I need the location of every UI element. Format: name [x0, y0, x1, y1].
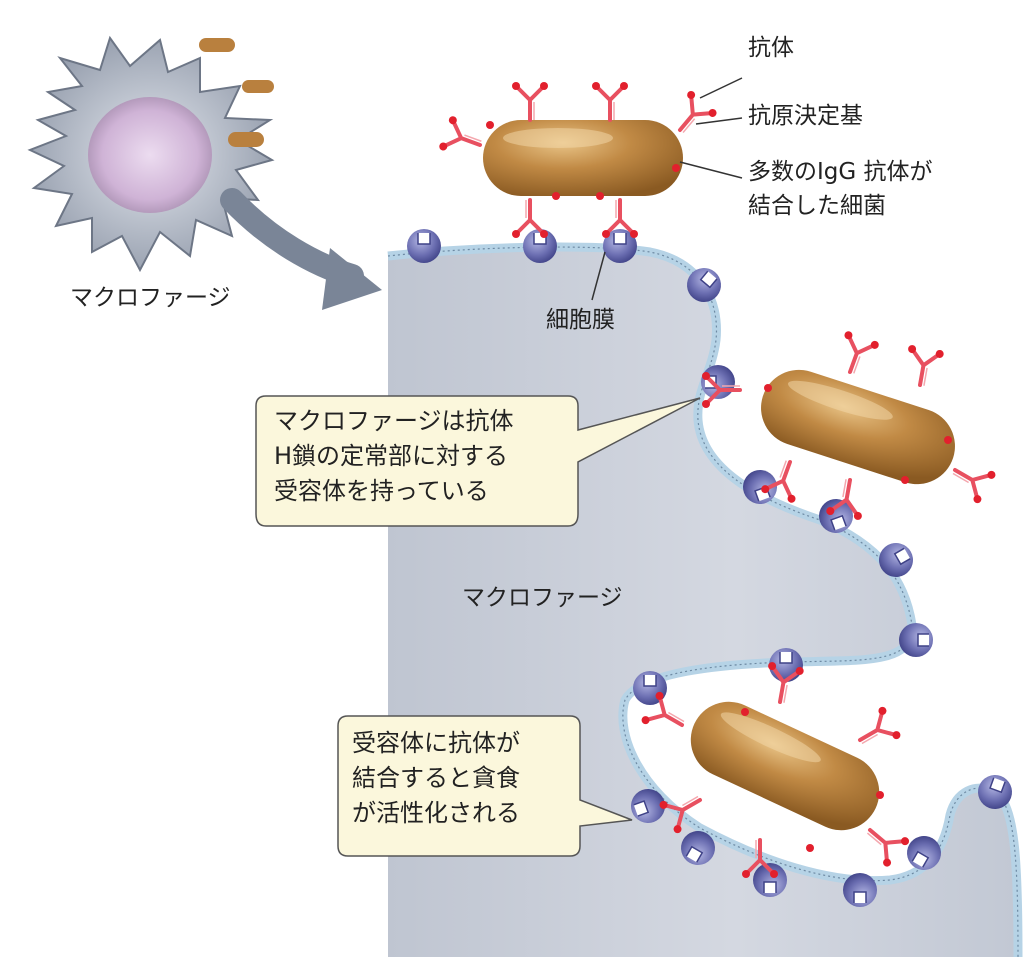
callout-activation-text: 受容体に抗体が 結合すると貪食 が活性化される — [352, 726, 520, 830]
callout-receptor-line: 受容体を持っている — [274, 476, 489, 505]
arrow-head — [322, 248, 382, 310]
callout-activation-line: 結合すると貪食 — [352, 763, 520, 792]
callout-activation-line: が活性化される — [352, 798, 520, 827]
label-macrophage-big: マクロファージ — [462, 585, 623, 611]
callout-receptor-text: マクロファージは抗体 H鎖の定常部に対する 受容体を持っている — [274, 404, 514, 508]
callout-activation-line: 受容体に抗体が — [352, 729, 520, 757]
label-antibody: 抗体 — [748, 35, 794, 61]
callout-receptor-bubble — [255, 395, 701, 527]
bacterium-middle — [700, 328, 999, 523]
callout-receptor-line: H鎖の定常部に対する — [274, 441, 509, 470]
label-macrophage-small: マクロファージ — [70, 285, 231, 311]
bacterium-bottom — [638, 659, 913, 880]
callout-activation-bubble — [337, 715, 633, 857]
callout-receptor-line: マクロファージは抗体 — [274, 407, 514, 435]
label-cell-membrane: 細胞膜 — [546, 307, 615, 333]
label-epitope: 抗原決定基 — [748, 103, 863, 129]
small-macrophage-cell — [27, 35, 275, 273]
leader-lines — [591, 77, 743, 301]
bacterium-top — [436, 80, 721, 240]
label-bacterium-line1: 多数のIgG 抗体が — [748, 159, 933, 185]
label-bacterium-line2: 結合した細菌 — [748, 193, 886, 219]
